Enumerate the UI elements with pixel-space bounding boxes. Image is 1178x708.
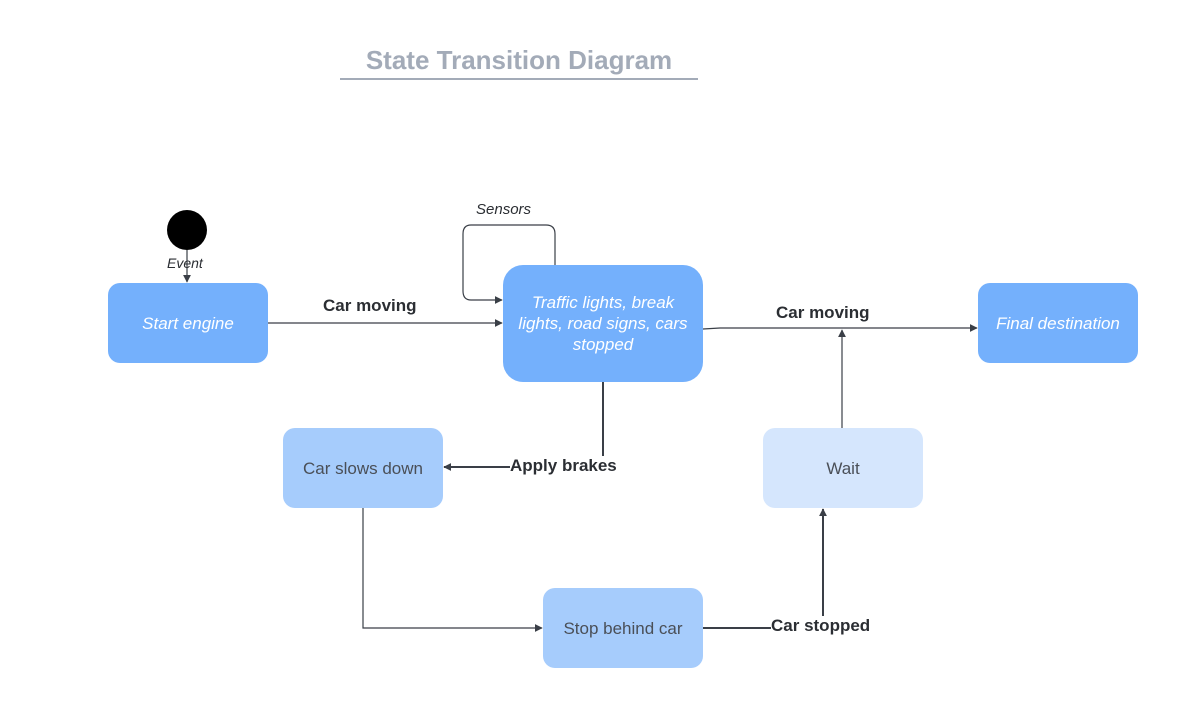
label-apply-brakes: Apply brakes [510, 456, 617, 476]
label-car-moving-1: Car moving [323, 296, 417, 315]
diagram-title: State Transition Diagram [340, 44, 698, 80]
state-wait[interactable]: Wait [763, 428, 923, 508]
label-car-moving-2: Car moving [776, 303, 870, 322]
label-car-stopped: Car stopped [771, 616, 871, 636]
label-sensors: Sensors [476, 201, 532, 218]
state-car-slows-down[interactable]: Car slows down [283, 428, 443, 508]
edge-traffic-to-final [702, 324, 978, 332]
initial-event-label: Event [167, 255, 203, 271]
state-stop-behind-car[interactable]: Stop behind car [543, 588, 703, 668]
edge-traffic-to-slows [443, 382, 604, 471]
edge-stop-to-wait [703, 508, 827, 629]
edge-slows-to-stop [362, 508, 543, 632]
initial-state-dot [167, 210, 207, 250]
state-start-engine[interactable]: Start engine [108, 283, 268, 363]
state-final-destination[interactable]: Final destination [978, 283, 1138, 363]
state-traffic-signals[interactable]: Traffic lights, break lights, road signs… [503, 265, 703, 382]
